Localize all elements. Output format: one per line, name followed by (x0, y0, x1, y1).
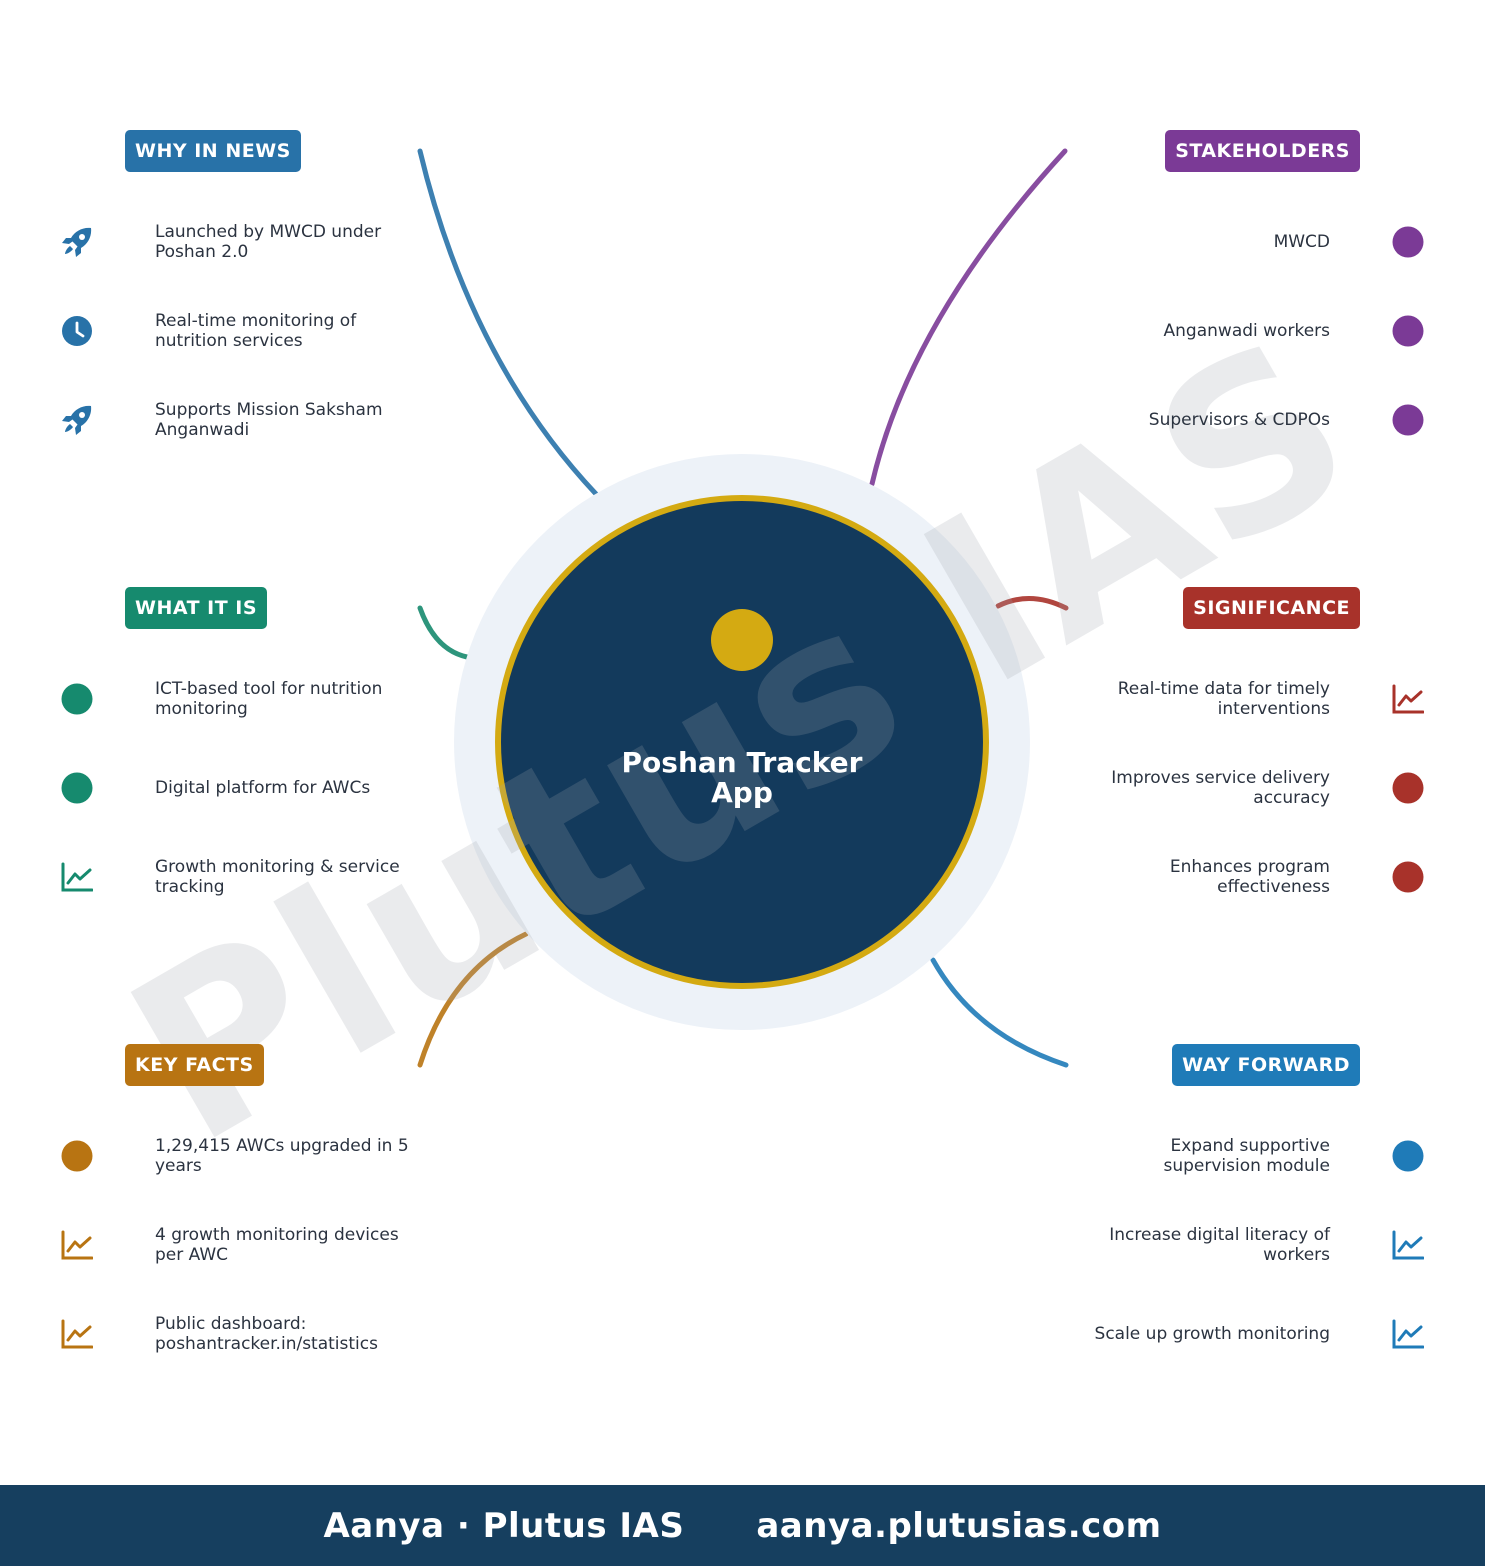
way-item-1: Expand supportive supervision module (1163, 1136, 1330, 1176)
section-title-why: WHY IN NEWS (125, 130, 301, 172)
connector-what (417, 605, 470, 660)
why-item-2: Real-time monitoring of nutrition servic… (155, 311, 357, 351)
chart-icon (61, 861, 93, 893)
footer: Aanya · Plutus IAS aanya.plutusias.com (0, 1485, 1485, 1566)
why-item-3: Supports Mission Saksham Anganwadi (155, 400, 383, 440)
connector-why (417, 148, 599, 497)
clock-icon (61, 315, 93, 347)
connector-facts (417, 931, 529, 1068)
center-dot (711, 609, 773, 671)
sig-item-3: Enhances program effectiveness (1169, 857, 1330, 897)
chart-icon (1392, 683, 1424, 715)
what-item-2: Digital platform for AWCs (155, 778, 371, 798)
dot-icon (1392, 772, 1424, 804)
dot-icon (61, 1140, 93, 1172)
section-title-way: WAY FORWARD (1172, 1044, 1360, 1086)
chart-icon (61, 1229, 93, 1261)
way-item-3: Scale up growth monitoring (1094, 1324, 1330, 1344)
dot-icon (1392, 1140, 1424, 1172)
center-title: Poshan Tracker App (621, 746, 863, 809)
facts-item-2: 4 growth monitoring devices per AWC (155, 1225, 399, 1265)
what-item-1: ICT-based tool for nutrition monitoring (155, 679, 383, 719)
connector-stake (869, 148, 1068, 487)
mindmap-canvas (417, 148, 1069, 1068)
what-item-3: Growth monitoring & service tracking (155, 857, 400, 897)
chart-icon (1392, 1229, 1424, 1261)
footer-author: Aanya · Plutus IAS (323, 1505, 685, 1546)
dot-icon (1392, 404, 1424, 436)
rocket-icon (61, 404, 93, 436)
footer-site[interactable]: aanya.plutusias.com (756, 1505, 1162, 1546)
chart-icon (1392, 1318, 1424, 1350)
section-title-what: WHAT IT IS (125, 587, 268, 629)
connector-sig (995, 595, 1069, 611)
section-title-stake: STAKEHOLDERS (1165, 130, 1360, 172)
connector-way (930, 957, 1069, 1068)
section-title-facts: KEY FACTS (125, 1044, 264, 1086)
dot-icon (1392, 315, 1424, 347)
sig-item-2: Improves service delivery accuracy (1111, 768, 1330, 808)
sig-item-1: Real-time data for timely interventions (1117, 679, 1330, 719)
facts-item-1: 1,29,415 AWCs upgraded in 5 years (155, 1136, 409, 1176)
dot-icon (61, 683, 93, 715)
stake-item-2: Anganwadi workers (1163, 321, 1330, 341)
dot-icon (61, 772, 93, 804)
connectors (417, 148, 1069, 1068)
stake-item-3: Supervisors & CDPOs (1148, 410, 1330, 430)
facts-item-3: Public dashboard: poshantracker.in/stati… (155, 1314, 378, 1354)
chart-icon (61, 1318, 93, 1350)
rocket-icon (61, 226, 93, 258)
center-node (495, 495, 989, 989)
dot-icon (1392, 861, 1424, 893)
way-item-2: Increase digital literacy of workers (1109, 1225, 1330, 1265)
why-item-1: Launched by MWCD under Poshan 2.0 (155, 222, 382, 262)
dot-icon (1392, 226, 1424, 258)
section-title-sig: SIGNIFICANCE (1183, 587, 1360, 629)
stake-item-1: MWCD (1273, 232, 1330, 252)
